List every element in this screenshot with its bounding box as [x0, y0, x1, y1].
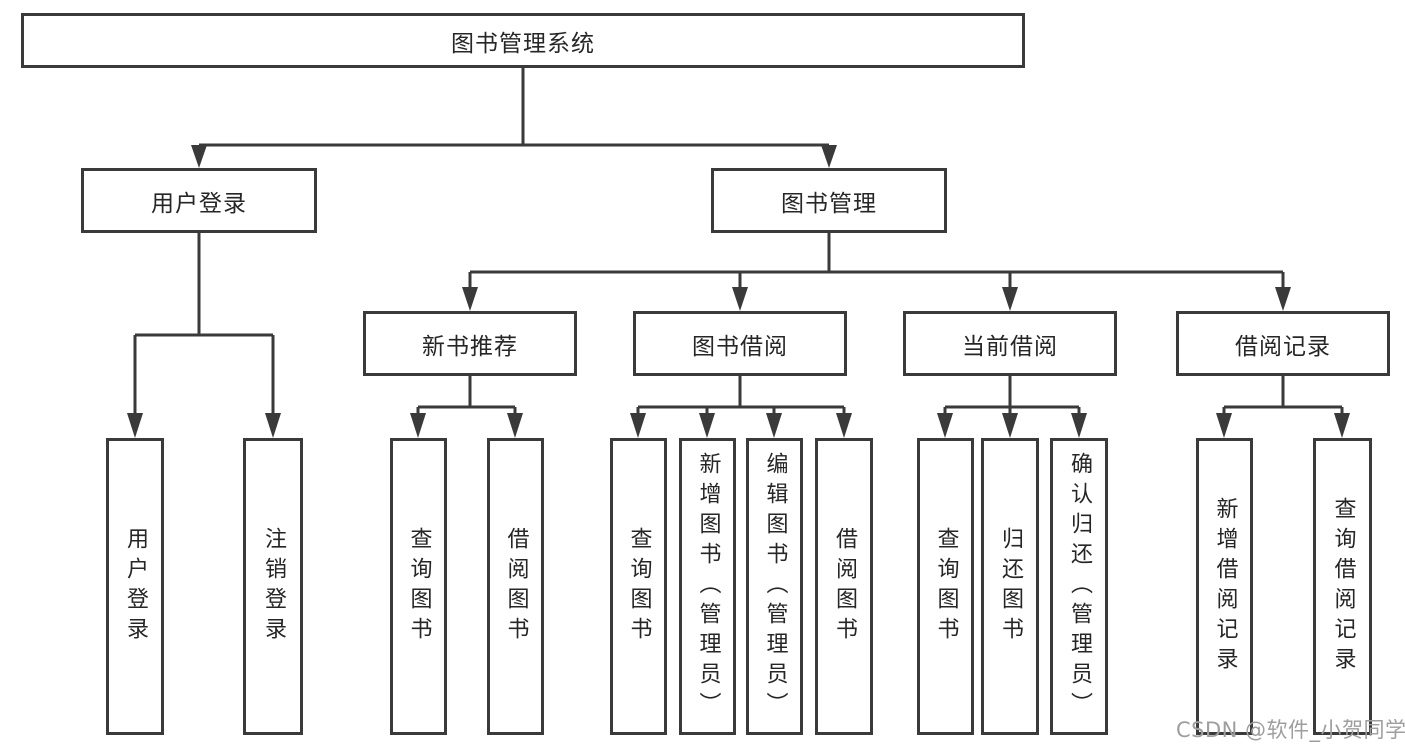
leaf-edit-books-admin-label: 编辑图书（管理员） — [762, 451, 788, 722]
csdn-watermark: CSDN @软件_小贺同学 — [1176, 718, 1405, 742]
connector-book-management-to-level3 — [462, 233, 1291, 311]
leaf-return-books-label: 归还图书 — [998, 526, 1023, 647]
leaf-add-books-admin: 新增图书（管理员） — [679, 438, 736, 735]
node-user-login-label: 用户登录 — [151, 190, 247, 217]
node-borrowing-records-label: 借阅记录 — [1235, 333, 1331, 360]
leaf-user-login-label: 用户登录 — [123, 526, 148, 647]
leaf-add-borrow-record: 新增借阅记录 — [1196, 438, 1253, 735]
leaf-confirm-return-admin-label: 确认归还（管理员） — [1067, 451, 1092, 722]
leaf-borrow-books-recommend: 借阅图书 — [487, 438, 544, 735]
leaf-logout: 注销登录 — [243, 438, 303, 735]
connector-root-to-level2 — [191, 68, 837, 168]
node-book-borrowing-label: 图书借阅 — [692, 333, 788, 360]
connector-user-login-to-leaves — [127, 233, 281, 438]
leaf-user-login: 用户登录 — [106, 438, 164, 735]
connector-current-borrowing-to-leaves — [937, 376, 1087, 438]
node-current-borrowing: 当前借阅 — [903, 311, 1117, 376]
leaf-query-borrow-record: 查询借阅记录 — [1313, 438, 1372, 735]
leaf-query-books-current-label: 查询图书 — [933, 526, 959, 647]
leaf-edit-books-admin: 编辑图书（管理员） — [746, 438, 803, 735]
node-current-borrowing-label: 当前借阅 — [962, 333, 1058, 360]
node-user-login: 用户登录 — [81, 168, 317, 233]
node-new-book-recommend-label: 新书推荐 — [422, 333, 518, 360]
leaf-borrow-books-label: 借阅图书 — [832, 526, 857, 647]
leaf-add-borrow-record-label: 新增借阅记录 — [1212, 496, 1238, 677]
node-book-borrowing: 图书借阅 — [633, 311, 847, 376]
leaf-add-books-admin-label: 新增图书（管理员） — [695, 451, 721, 722]
node-book-management: 图书管理 — [711, 168, 947, 233]
leaf-return-books: 归还图书 — [981, 438, 1039, 735]
node-borrowing-records: 借阅记录 — [1176, 311, 1390, 376]
connector-book-borrowing-to-leaves — [630, 376, 852, 438]
leaf-borrow-books: 借阅图书 — [815, 438, 873, 735]
leaf-query-books-current: 查询图书 — [917, 438, 974, 735]
node-root-label: 图书管理系统 — [451, 30, 595, 57]
leaf-logout-label: 注销登录 — [261, 526, 286, 647]
node-book-management-label: 图书管理 — [781, 190, 877, 217]
connector-borrowing-records-to-leaves — [1216, 376, 1350, 438]
leaf-query-books-recommend-label: 查询图书 — [406, 526, 432, 647]
node-root-system: 图书管理系统 — [21, 13, 1025, 68]
connector-new-book-recommend-to-leaves — [410, 376, 523, 438]
leaf-query-books-recommend: 查询图书 — [390, 438, 447, 735]
leaf-query-books-borrowing: 查询图书 — [610, 438, 667, 735]
leaf-borrow-books-recommend-label: 借阅图书 — [503, 526, 529, 647]
leaf-confirm-return-admin: 确认归还（管理员） — [1050, 438, 1108, 735]
node-new-book-recommend: 新书推荐 — [363, 311, 577, 376]
leaf-query-books-borrowing-label: 查询图书 — [626, 526, 652, 647]
leaf-query-borrow-record-label: 查询借阅记录 — [1330, 496, 1356, 677]
